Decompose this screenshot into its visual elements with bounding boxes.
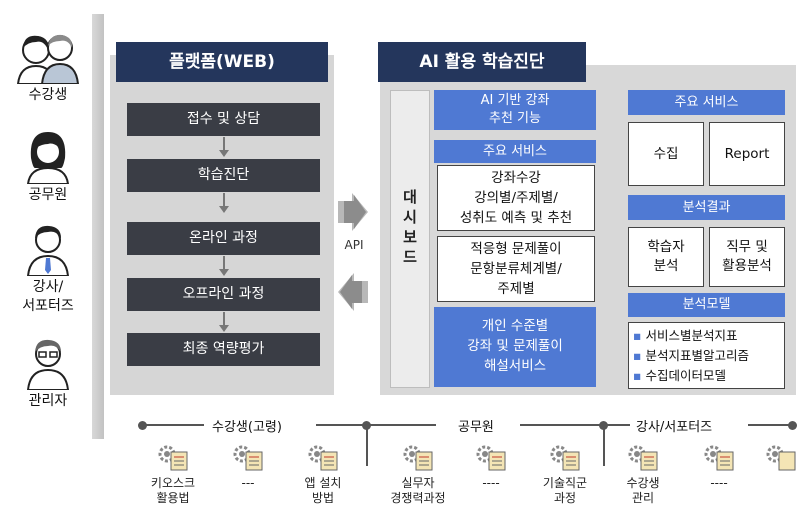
app-kiosk: 키오스크 활용법 bbox=[138, 442, 208, 506]
dashboard-label: 대 시 보 드 bbox=[403, 188, 417, 266]
timeline-dot bbox=[362, 421, 371, 430]
user-label: 수강생 bbox=[28, 87, 68, 103]
app-label: ---- bbox=[482, 476, 500, 490]
api-label: API bbox=[344, 238, 364, 252]
services-header-right: 주요 서비스 bbox=[628, 90, 785, 115]
gear-document-icon bbox=[550, 445, 580, 471]
timeline-dot bbox=[138, 421, 147, 430]
user-label: 강사/ 서포터즈 bbox=[22, 279, 74, 314]
app-practitioner: 실무자 경쟁력과정 bbox=[376, 442, 460, 506]
app-install: 앱 설치 방법 bbox=[288, 442, 358, 506]
services-header-left: 주요 서비스 bbox=[434, 140, 596, 163]
timeline-dot bbox=[599, 421, 608, 430]
timeline-group-students: 수강생(고령) bbox=[212, 420, 282, 435]
report-box: Report bbox=[709, 122, 785, 186]
collect-box: 수집 bbox=[628, 122, 704, 186]
app-student-management: 수강생 관리 bbox=[608, 442, 678, 506]
civil-servant-icon bbox=[26, 132, 70, 184]
gear-document-icon bbox=[766, 445, 796, 471]
timeline-group-instructors: 강사/서포터즈 bbox=[636, 420, 713, 435]
user-students: 수강생 bbox=[4, 28, 92, 105]
step-reception: 접수 및 상담 bbox=[127, 103, 320, 136]
learner-analysis-box: 학습자 분석 bbox=[628, 227, 704, 287]
timeline-connector bbox=[366, 426, 368, 466]
user-civil-servant: 공무원 bbox=[4, 128, 92, 205]
user-instructor: 강사/ 서포터즈 bbox=[4, 220, 92, 316]
step-final-evaluation: 최종 역량평가 bbox=[127, 333, 320, 366]
app-label: 수강생 관리 bbox=[626, 476, 660, 505]
gear-document-icon bbox=[308, 445, 338, 471]
step-diagnosis: 학습진단 bbox=[127, 159, 320, 192]
timeline-group-civil-servant: 공무원 bbox=[458, 420, 494, 435]
app-label: --- bbox=[241, 476, 255, 490]
arrow-down-icon bbox=[219, 193, 229, 213]
service-box-adaptive: 적응형 문제풀이 문항분류체계별/ 주제별 bbox=[437, 236, 595, 302]
ai-title: AI 활용 학습진단 bbox=[378, 42, 586, 82]
app-label: 실무자 경쟁력과정 bbox=[390, 476, 446, 505]
gear-document-icon bbox=[158, 445, 188, 471]
administrator-icon bbox=[26, 339, 70, 390]
app-technical: 기술직군 과정 bbox=[530, 442, 600, 506]
timeline-line bbox=[520, 424, 630, 426]
timeline-line bbox=[316, 424, 436, 426]
arrow-down-icon bbox=[219, 137, 229, 157]
model-list: ▪ 서비스별분석지표 ▪ 분석지표별알고리즘 ▪ 수집데이터모델 bbox=[628, 322, 785, 389]
timeline-line bbox=[146, 424, 204, 426]
user-label: 관리자 bbox=[28, 393, 68, 409]
platform-title: 플랫폼(WEB) bbox=[116, 42, 328, 82]
gear-document-icon bbox=[476, 445, 506, 471]
ai-recommend-box: AI 기반 강좌 추천 기능 bbox=[434, 90, 596, 130]
app-placeholder: --- bbox=[213, 442, 283, 491]
user-label: 공무원 bbox=[28, 187, 68, 203]
dashboard-box: 대 시 보 드 bbox=[390, 90, 430, 388]
analysis-header: 분석결과 bbox=[628, 195, 785, 220]
model-header: 분석모델 bbox=[628, 293, 785, 317]
step-online: 온라인 과정 bbox=[127, 222, 320, 255]
arrow-down-icon bbox=[219, 256, 229, 276]
arrow-left-icon bbox=[338, 273, 368, 311]
service-box-course: 강좌수강 강의별/주제별/ 성취도 예측 및 추천 bbox=[437, 165, 595, 231]
timeline-line bbox=[748, 424, 790, 426]
students-icon bbox=[16, 34, 80, 84]
model-item: ▪ 수집데이터모델 bbox=[633, 368, 726, 383]
app-partial bbox=[758, 442, 804, 476]
model-item: ▪ 서비스별분석지표 bbox=[633, 328, 738, 343]
gear-document-icon bbox=[403, 445, 433, 471]
arrow-down-icon bbox=[219, 312, 229, 332]
user-column: 수강생 공무원 강사/ 서포터즈 관리자 bbox=[4, 6, 92, 444]
job-analysis-box: 직무 및 활용분석 bbox=[709, 227, 785, 287]
gear-document-icon bbox=[233, 445, 263, 471]
app-placeholder: ---- bbox=[684, 442, 754, 491]
divider-bar bbox=[92, 14, 104, 439]
gear-document-icon bbox=[628, 445, 658, 471]
personal-service-box: 개인 수준별 강좌 및 문제풀이 해설서비스 bbox=[434, 307, 596, 387]
timeline-connector bbox=[603, 426, 605, 466]
arrow-right-icon bbox=[338, 193, 368, 231]
instructor-icon bbox=[26, 225, 70, 276]
step-offline: 오프라인 과정 bbox=[127, 278, 320, 311]
timeline-dot bbox=[788, 421, 797, 430]
gear-document-icon bbox=[704, 445, 734, 471]
app-placeholder: ---- bbox=[456, 442, 526, 491]
app-label: 기술직군 과정 bbox=[542, 476, 588, 505]
user-administrator: 관리자 bbox=[4, 334, 92, 411]
model-item: ▪ 분석지표별알고리즘 bbox=[633, 348, 749, 363]
app-label: ---- bbox=[710, 476, 728, 490]
app-label: 앱 설치 방법 bbox=[304, 476, 342, 505]
app-label: 키오스크 활용법 bbox=[150, 476, 196, 505]
